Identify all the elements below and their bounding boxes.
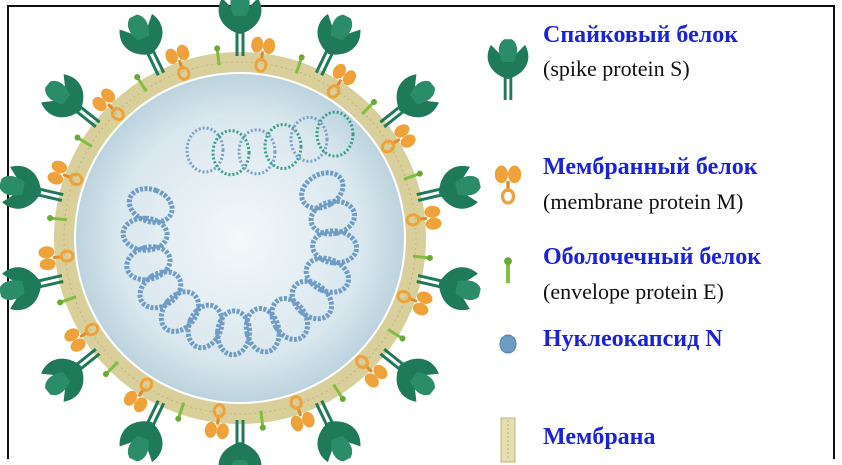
legend-membrane-ru: Мембрана bbox=[543, 424, 656, 451]
envelope-protein-icon bbox=[504, 257, 512, 283]
legend-spike-ru: Спайковый белок bbox=[543, 22, 738, 49]
nucleocapsid-icon bbox=[500, 335, 516, 353]
membrane-protein-icon bbox=[495, 166, 521, 203]
legend-envelope-en: (envelope protein E) bbox=[543, 279, 724, 305]
spike-protein-icon bbox=[488, 39, 529, 100]
legend-membrane-protein-ru: Мембранный белок bbox=[543, 154, 758, 181]
membrane-icon bbox=[501, 418, 515, 462]
legend-nucleocapsid-ru: Нуклеокапсид N bbox=[543, 326, 723, 353]
legend-spike-en: (spike protein S) bbox=[543, 56, 690, 82]
legend-envelope-ru: Оболочечный белок bbox=[543, 244, 761, 271]
legend-membrane-protein-en: (membrane protein M) bbox=[543, 189, 743, 215]
